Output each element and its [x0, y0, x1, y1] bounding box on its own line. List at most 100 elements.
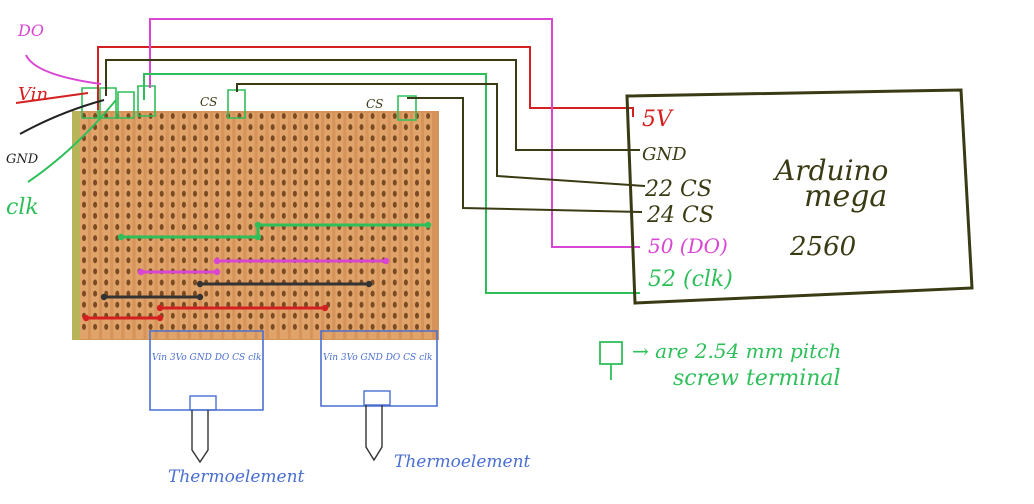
- board-hole: [104, 279, 109, 286]
- terminal-cs-a: [227, 89, 246, 119]
- board-hole: [126, 323, 131, 330]
- board-hole: [270, 179, 275, 186]
- board-hole: [403, 257, 408, 264]
- board-hole: [415, 246, 419, 253]
- board-hole: [359, 146, 364, 153]
- board-hole: [315, 235, 320, 242]
- board-hole: [337, 179, 342, 186]
- board-hole: [115, 224, 120, 230]
- board-hole: [292, 323, 297, 330]
- board-hole: [104, 124, 109, 131]
- board-hole: [337, 135, 342, 142]
- board-hole: [415, 157, 419, 164]
- board-hole: [170, 246, 175, 253]
- board-hole: [392, 268, 397, 275]
- board-hole: [292, 135, 297, 142]
- board-hole: [292, 179, 297, 186]
- board-hole: [326, 190, 331, 197]
- board-hole: [326, 157, 331, 164]
- board-hole: [281, 246, 286, 253]
- board-hole: [137, 157, 142, 164]
- board-hole: [159, 257, 164, 264]
- board-hole: [104, 301, 109, 308]
- board-hole: [82, 257, 86, 264]
- thermo-module-1: Vin 3Vo GND DO CS clk Thermoelement: [149, 330, 305, 487]
- board-hole: [193, 224, 197, 230]
- board-hole: [326, 168, 331, 175]
- board-hole: [415, 135, 419, 142]
- board-hole: [315, 312, 320, 319]
- board-hole: [126, 146, 131, 153]
- board-hole: [115, 279, 120, 286]
- do-arrow: [25, 54, 102, 85]
- board-hole: [392, 190, 397, 197]
- wire-clk: [143, 73, 640, 294]
- board-hole: [137, 124, 142, 131]
- board-hole: [392, 246, 397, 253]
- board-hole: [248, 212, 253, 219]
- board-hole: [370, 113, 375, 119]
- wire-cs-22: [236, 83, 646, 187]
- board-hole: [82, 323, 86, 330]
- board-hole: [93, 235, 98, 242]
- board-hole: [392, 312, 397, 319]
- board-hole: [392, 124, 397, 131]
- board-hole: [403, 312, 408, 319]
- board-hole: [359, 290, 364, 297]
- board-hole: [281, 168, 286, 175]
- board-hole: [93, 146, 98, 153]
- board-hole: [304, 146, 308, 153]
- board-hole: [259, 212, 264, 219]
- board-hole: [337, 113, 342, 119]
- board-hole: [359, 179, 364, 186]
- board-hole: [426, 201, 431, 208]
- board-hole: [148, 157, 153, 164]
- board-hole: [237, 190, 242, 197]
- board-hole: [292, 312, 297, 319]
- board-hole: [337, 157, 342, 164]
- board-hole: [403, 235, 408, 242]
- board-hole: [415, 124, 419, 131]
- board-hole: [204, 113, 209, 119]
- legend-line2: screw terminal: [673, 366, 841, 391]
- board-hole: [315, 157, 320, 164]
- board-hole: [426, 135, 431, 142]
- module-2-terminal: [363, 390, 391, 406]
- board-hole: [270, 113, 275, 119]
- board-hole: [403, 113, 408, 119]
- board-hole: [237, 135, 242, 142]
- board-hole: [259, 301, 264, 308]
- board-hole: [270, 135, 275, 142]
- board-hole: [248, 157, 253, 164]
- board-hole: [159, 190, 164, 197]
- board-hole: [181, 323, 186, 330]
- board-hole: [115, 135, 120, 142]
- board-hole: [259, 290, 264, 297]
- board-hole: [159, 323, 164, 330]
- board-hole: [126, 201, 131, 208]
- board-hole: [204, 224, 209, 230]
- clk-arrow: [27, 99, 117, 183]
- board-hole: [359, 190, 364, 197]
- board-hole: [259, 146, 264, 153]
- module-2-probe: [365, 405, 383, 462]
- board-hole: [426, 257, 431, 264]
- board-hole: [392, 157, 397, 164]
- board-hole: [170, 201, 175, 208]
- board-hole: [426, 301, 431, 308]
- board-hole: [215, 224, 220, 230]
- board-hole: [115, 212, 120, 219]
- board-hole: [181, 124, 186, 131]
- board-hole: [304, 323, 308, 330]
- board-hole: [93, 279, 98, 286]
- board-hole: [204, 201, 209, 208]
- board-hole: [82, 224, 86, 230]
- board-hole: [348, 323, 353, 330]
- board-hole: [93, 224, 98, 230]
- board-hole: [270, 290, 275, 297]
- board-hole: [415, 268, 419, 275]
- board-hole: [326, 323, 331, 330]
- board-hole: [281, 212, 286, 219]
- board-hole: [170, 279, 175, 286]
- board-hole: [148, 279, 153, 286]
